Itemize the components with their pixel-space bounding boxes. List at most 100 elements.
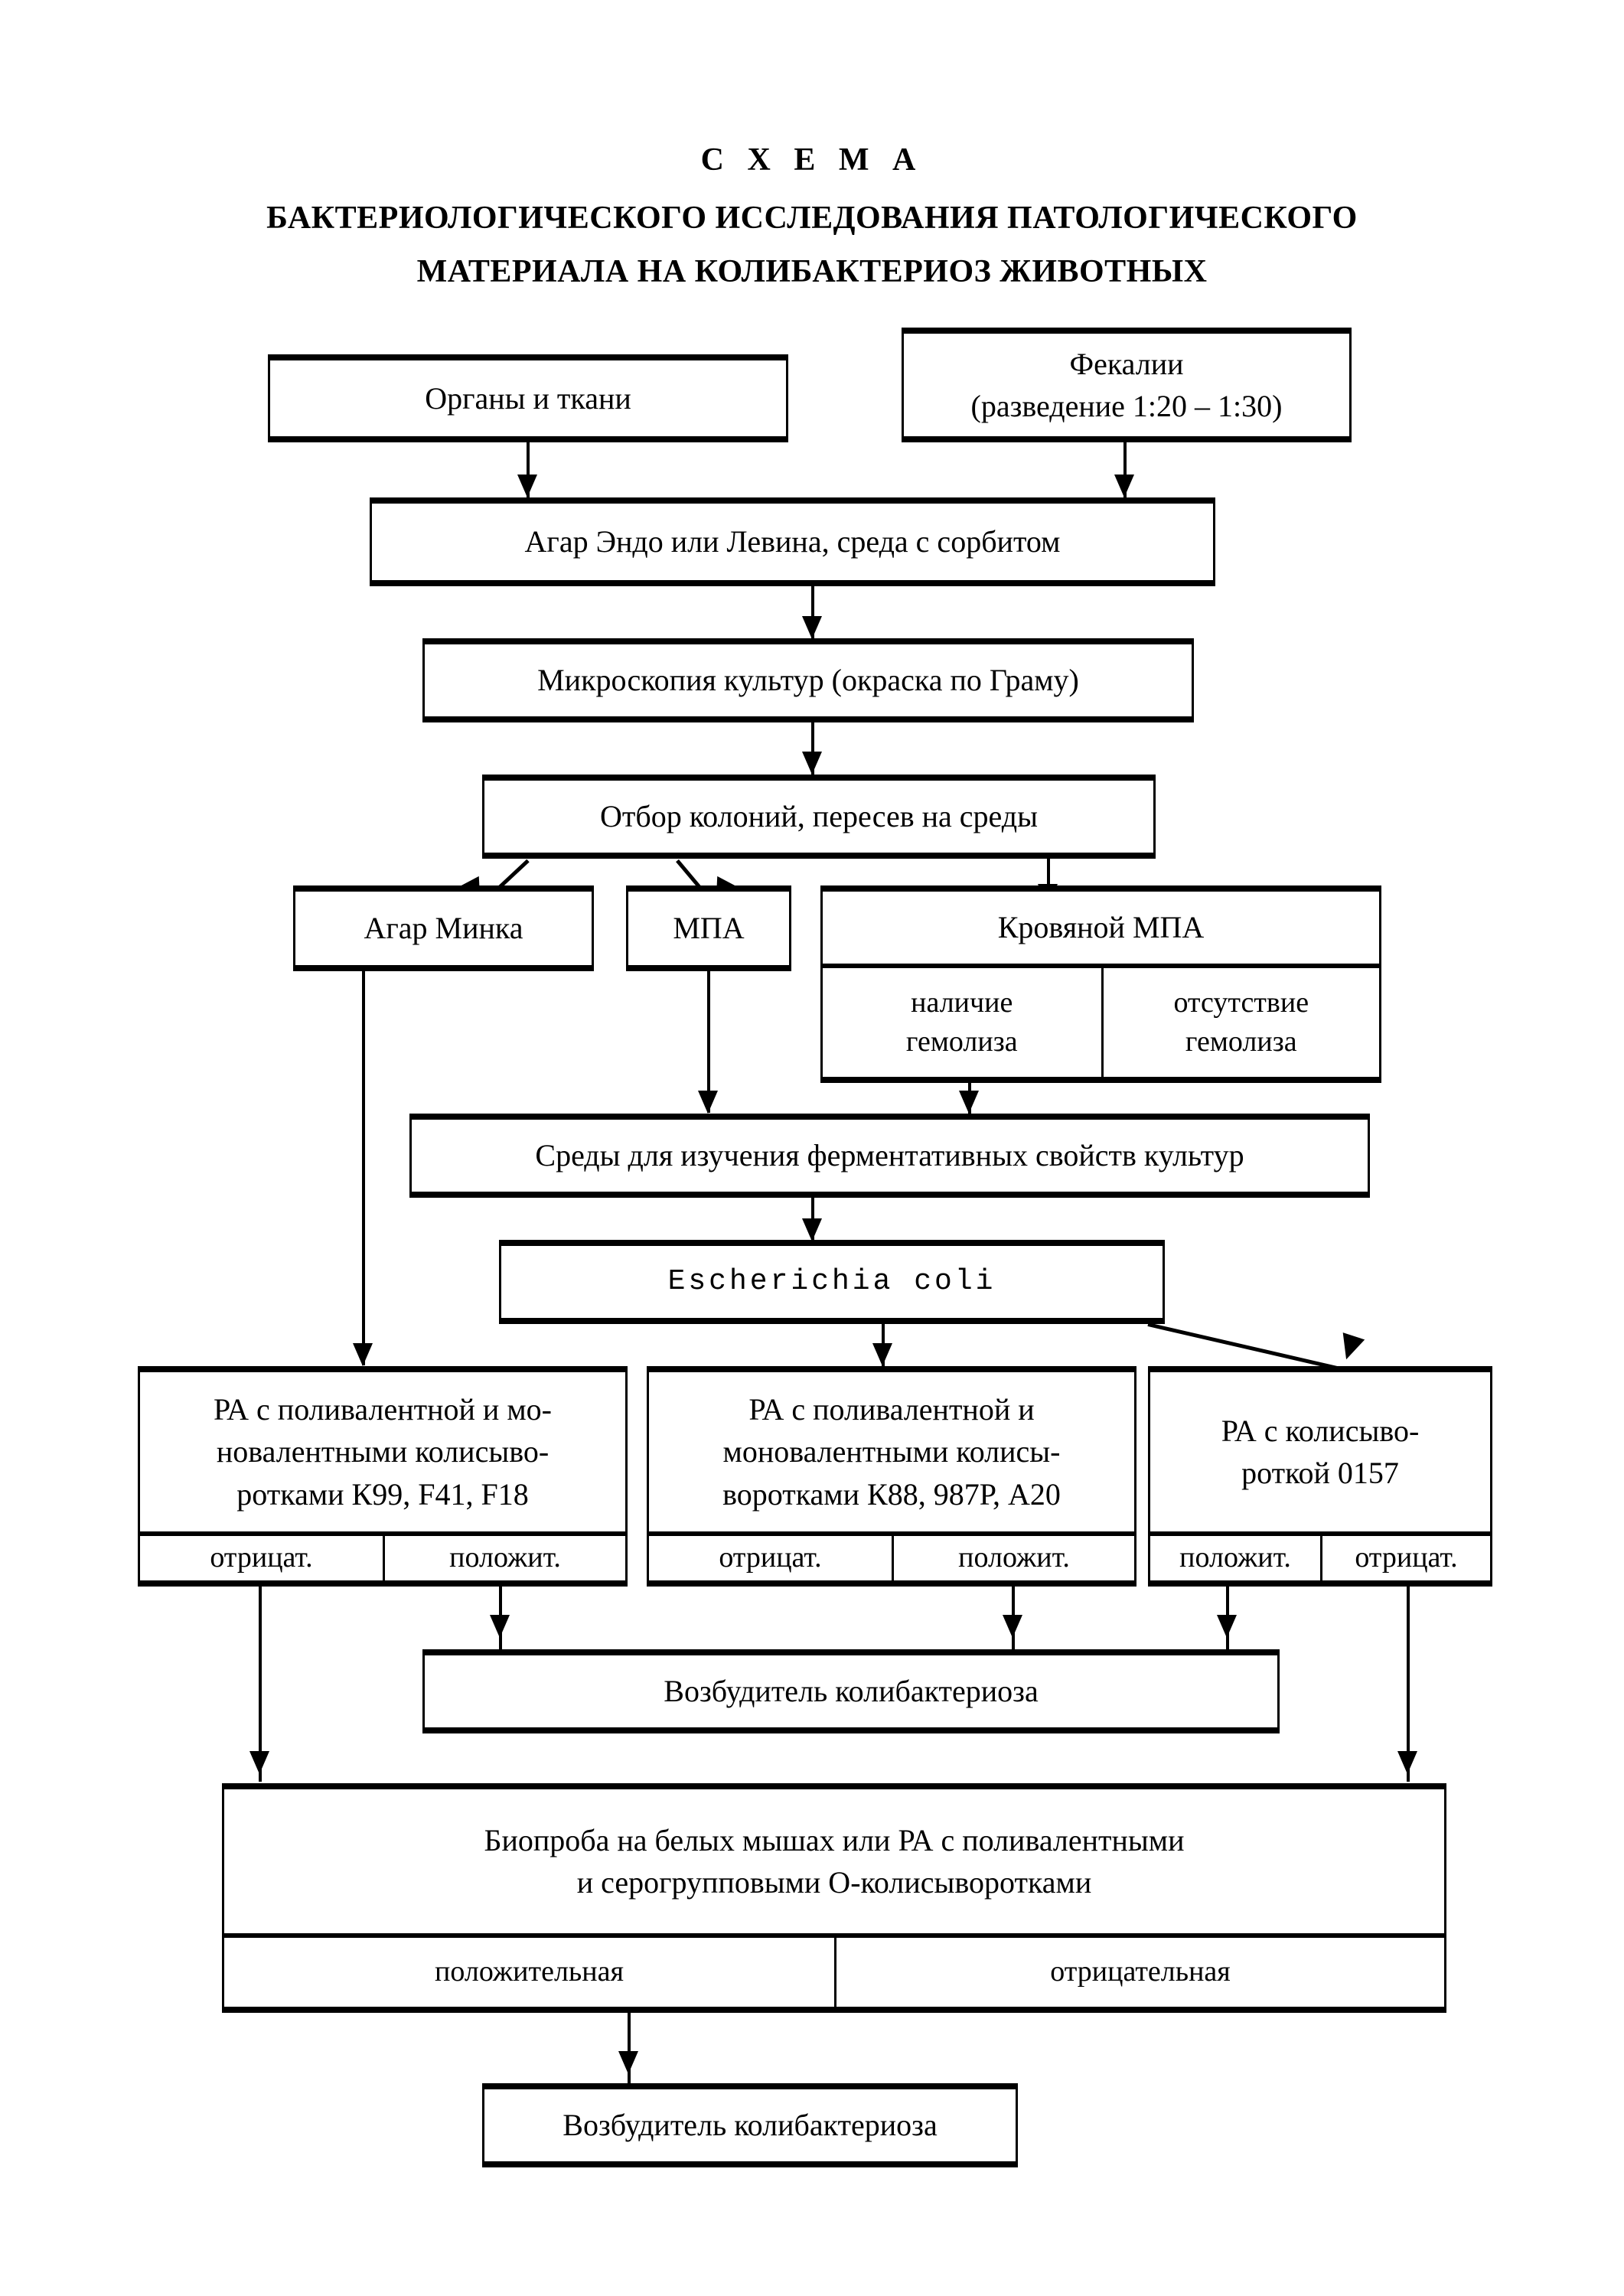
arrowhead-ra3-positive-to-pathogen [1217, 1615, 1237, 1638]
box-organs-and-tissues: Органы и ткани [268, 354, 788, 442]
box-ra1-line2: новалентными колисыво- [216, 1434, 549, 1469]
box-ra3-header: РА с колисыво- роткой 0157 [1150, 1372, 1490, 1536]
arrowhead-organs-to-agar [517, 475, 537, 497]
connector-microscopy-to-colony [811, 722, 814, 775]
cell-ra2-positive: положит. [892, 1536, 1134, 1580]
box-colony-selection-label: Отбор колоний, пересев на среды [600, 799, 1038, 834]
box-agar-endo-levin: Агар Эндо или Левина, среда с сорбитом [370, 497, 1215, 586]
box-ra3-subrow: положит. отрицат. [1150, 1536, 1490, 1580]
page-title: С Х Е М А БАКТЕРИОЛОГИЧЕСКОГО ИССЛЕДОВАН… [0, 142, 1624, 307]
box-enzyme-media: Среды для изучения ферментативных свойст… [409, 1114, 1370, 1198]
cell-hemolysis-absent-line2: гемолиза [1185, 1026, 1297, 1058]
arrowhead-ecoli-to-ra2 [872, 1343, 892, 1366]
box-minka-agar: Агар Минка [293, 885, 594, 971]
box-feces-label-line1: Фекалии [1069, 346, 1184, 381]
arrowhead-ra3-negative-to-bioassay [1397, 1751, 1417, 1774]
box-feces-label-line2: (разведение 1:20 – 1:30) [970, 389, 1283, 423]
box-microscopy: Микроскопия культур (окраска по Граму) [422, 638, 1194, 722]
box-minka-agar-label: Агар Минка [364, 911, 523, 946]
title-line-bacteriological: БАКТЕРИОЛОГИЧЕСКОГО ИССЛЕДОВАНИЯ ПАТОЛОГ… [266, 201, 1358, 236]
box-ra1-header: РА с поливалентной и мо- новалентными ко… [140, 1372, 625, 1536]
cell-ra1-negative-label: отрицат. [210, 1541, 313, 1574]
cell-ra2-negative: отрицат. [649, 1536, 892, 1580]
box-ra2-line2: моновалентными колисы- [722, 1434, 1061, 1469]
box-pathogen-bottom: Возбудитель колибактериоза [482, 2083, 1018, 2167]
cell-bioassay-positive: положительная [224, 1938, 834, 2007]
box-bioassay-line1: Биопроба на белых мышах или РА с поливал… [484, 1822, 1185, 1857]
arrowhead-ecoli-to-ra3 [1335, 1332, 1365, 1363]
box-blood-mpa-header: Кровяной МПА [823, 892, 1379, 968]
box-bioassay-subrow: положительная отрицательная [224, 1938, 1444, 2007]
box-ra3-line2: роткой 0157 [1241, 1456, 1399, 1490]
box-pathogen-middle-label: Возбудитель колибактериоза [664, 1674, 1039, 1709]
arrowhead-bioassay-positive-to-pathogen [618, 2051, 638, 2074]
box-ra-0157: РА с колисыво- роткой 0157 положит. отри… [1148, 1366, 1492, 1587]
box-escherichia-coli: Escherichia coli [499, 1240, 1165, 1324]
box-ra1-subrow: отрицат. положит. [140, 1536, 625, 1580]
box-ra2-line1: РА с поливалентной и [748, 1392, 1035, 1427]
title-line-material: МАТЕРИАЛА НА КОЛИБАКТЕРИОЗ ЖИВОТНЫХ [416, 254, 1208, 289]
box-ra1-line1: РА с поливалентной и мо- [214, 1392, 552, 1427]
box-blood-mpa: Кровяной МПА наличие гемолиза отсутствие… [820, 885, 1381, 1083]
arrowhead-ra2-positive-to-pathogen [1003, 1615, 1022, 1638]
connector-ra1-negative-to-bioassay [259, 1587, 262, 1782]
box-microscopy-label: Микроскопия культур (окраска по Граму) [537, 663, 1079, 698]
arrowhead-mpa-to-enzyme-media [698, 1091, 718, 1114]
box-organs-label: Органы и ткани [425, 380, 631, 416]
cell-ra3-positive: положит. [1150, 1536, 1320, 1580]
box-colony-selection: Отбор колоний, пересев на среды [482, 775, 1156, 859]
cell-ra1-positive: положит. [383, 1536, 625, 1580]
cell-ra1-negative: отрицат. [140, 1536, 383, 1580]
box-pathogen-middle: Возбудитель колибактериоза [422, 1649, 1280, 1733]
cell-bioassay-negative-label: отрицательная [1050, 1955, 1231, 1988]
box-ra2-subrow: отрицат. положит. [649, 1536, 1134, 1580]
arrowhead-agar-to-microscopy [802, 616, 822, 639]
connector-agar-to-microscopy [811, 586, 814, 638]
box-feces: Фекалии (разведение 1:20 – 1:30) [902, 328, 1352, 442]
connector-ra3-negative-to-bioassay [1407, 1587, 1410, 1782]
connector-feces-to-agar [1123, 442, 1127, 497]
cell-bioassay-positive-label: положительная [435, 1955, 624, 1988]
box-pathogen-bottom-label: Возбудитель колибактериоза [563, 2108, 938, 2143]
box-ra1-line3: ротками К99, F41, F18 [236, 1476, 529, 1512]
box-escherichia-coli-label: Escherichia coli [667, 1264, 996, 1298]
box-blood-mpa-subrow: наличие гемолиза отсутствие гемолиза [823, 968, 1379, 1077]
cell-bioassay-negative: отрицательная [834, 1938, 1444, 2007]
cell-ra3-negative: отрицат. [1320, 1536, 1490, 1580]
cell-ra3-negative-label: отрицат. [1355, 1541, 1458, 1574]
cell-ra2-positive-label: положит. [958, 1541, 1070, 1574]
box-blood-mpa-header-label: Кровяной МПА [997, 910, 1205, 945]
box-mpa: МПА [626, 885, 791, 971]
connector-colony-to-blood-mpa [1047, 859, 1050, 906]
arrowhead-ra1-positive-to-pathogen [490, 1615, 510, 1638]
cell-hemolysis-present-line1: наличие [911, 986, 1013, 1019]
cell-hemolysis-present-line2: гемолиза [905, 1026, 1018, 1058]
arrowhead-ra1-negative-to-bioassay [249, 1751, 269, 1774]
cell-ra2-negative-label: отрицат. [719, 1541, 822, 1574]
cell-hemolysis-absent-line1: отсутствие [1173, 986, 1309, 1019]
arrowhead-blood-mpa-to-enzyme-media [959, 1091, 979, 1114]
box-ra3-line1: РА с колисыво- [1221, 1413, 1420, 1448]
cell-hemolysis-present: наличие гемолиза [823, 968, 1101, 1077]
arrowhead-microscopy-to-colony [802, 752, 822, 775]
box-bioassay-line2: и серогрупповыми О-колисыворотками [576, 1865, 1092, 1900]
box-mpa-label: МПА [673, 911, 745, 946]
box-ra2-header: РА с поливалентной и моновалентными коли… [649, 1372, 1134, 1536]
box-bioassay-header: Биопроба на белых мышах или РА с поливал… [224, 1789, 1444, 1938]
box-ra2-line3: воротками К88, 987Р, А20 [722, 1476, 1061, 1512]
cell-ra3-positive-label: положит. [1179, 1541, 1291, 1574]
connector-organs-to-agar [527, 442, 530, 497]
title-line-scheme: С Х Е М А [700, 142, 924, 178]
arrowhead-feces-to-agar [1114, 475, 1134, 497]
connector-bioassay-positive-to-pathogen [628, 2013, 631, 2086]
box-ra-k99-f41-f18: РА с поливалентной и мо- новалентными ко… [138, 1366, 628, 1587]
box-ra-k88-987p-a20: РА с поливалентной и моновалентными коли… [647, 1366, 1136, 1587]
box-bioassay: Биопроба на белых мышах или РА с поливал… [222, 1783, 1446, 2013]
box-enzyme-media-label: Среды для изучения ферментативных свойст… [535, 1138, 1244, 1173]
cell-hemolysis-absent: отсутствие гемолиза [1101, 968, 1380, 1077]
arrowhead-minka-to-ra1 [353, 1343, 373, 1366]
box-agar-endo-label: Агар Эндо или Левина, среда с сорбитом [524, 524, 1061, 559]
connector-mpa-to-enzyme-media [707, 971, 710, 1113]
connector-minka-to-ra1 [362, 971, 365, 1365]
